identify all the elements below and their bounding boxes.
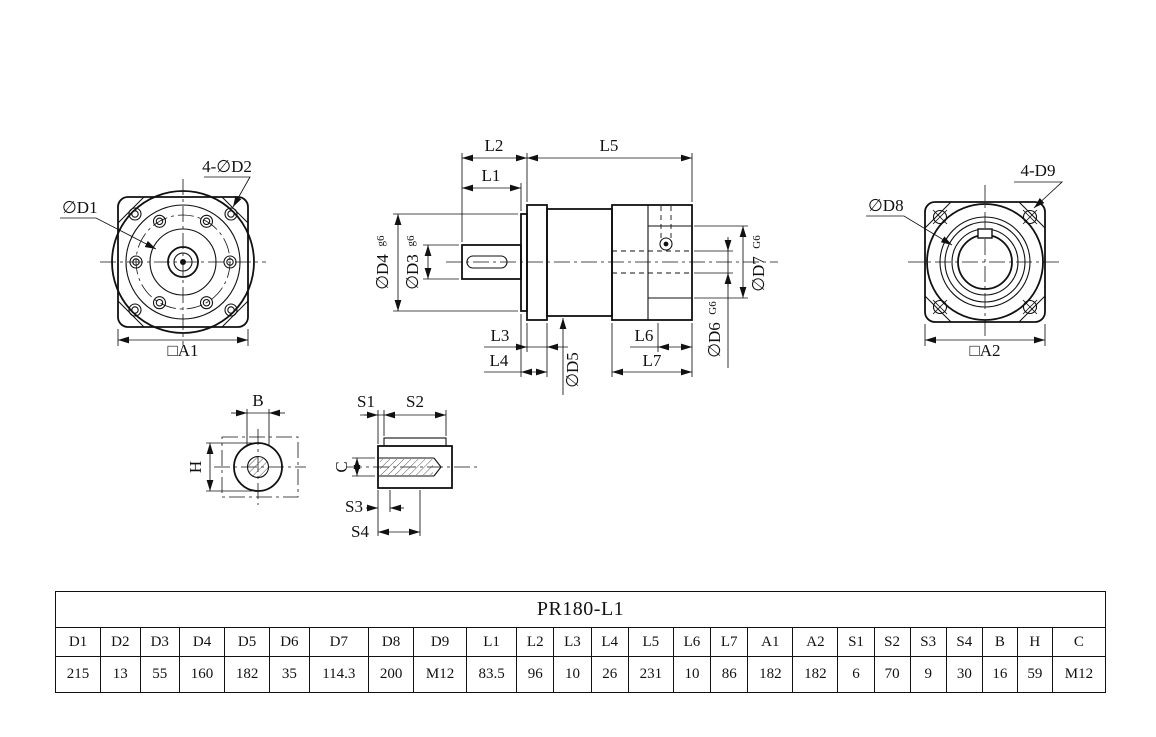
table-header-row-cell: C	[1051, 627, 1107, 657]
table-value-row-cell: 182	[224, 656, 271, 693]
table-header-row-cell: L1	[466, 627, 518, 657]
table-header-row-cell: D5	[224, 627, 271, 657]
side-d4-label: ∅D4	[373, 254, 392, 290]
key-c-label: C	[332, 461, 351, 472]
side-l7-label: L7	[643, 351, 662, 370]
side-l6-label: L6	[635, 326, 654, 345]
table-value-row-cell: 35	[269, 656, 310, 693]
side-view-dimensions: L2 L5 L1 ∅D4 g6 ∅D3 g6 ∅D7 G6 ∅D6 G6	[373, 136, 768, 395]
table-value-row-cell: 200	[368, 656, 415, 693]
key-s2-label: S2	[406, 392, 424, 411]
rear-view-dimensions: ∅D8 4-D9 □A2	[866, 161, 1064, 360]
side-view	[446, 204, 778, 321]
table-header-row-cell: L6	[672, 627, 712, 657]
table-header-row-cell: D4	[178, 627, 226, 657]
key-s3-label: S3	[345, 497, 363, 516]
front-a1-label: □A1	[167, 341, 198, 360]
side-l4-label: L4	[490, 351, 509, 370]
table-header-row-cell: D1	[54, 627, 102, 657]
side-l1-label: L1	[482, 166, 501, 185]
key-s1-label: S1	[357, 392, 375, 411]
table-value-row-cell: 182	[747, 656, 794, 693]
table-header-row-cell: D8	[368, 627, 415, 657]
front-view	[100, 179, 266, 345]
table-value-row-cell: 30	[945, 656, 983, 693]
table-value-row-cell: 96	[516, 656, 555, 693]
shaft-end-b-label: B	[252, 391, 263, 410]
key-section-view	[346, 437, 478, 489]
table-value-row-cell: 10	[672, 656, 712, 693]
technical-drawing: ∅D1 4-∅D2 □A1 L2 L5	[60, 136, 1064, 541]
table-value-row-cell: 6	[837, 656, 875, 693]
table-title-row: PR180-L1	[55, 591, 1106, 628]
table-value-row-cell: 16	[981, 656, 1018, 693]
table-title: PR180-L1	[55, 591, 1106, 628]
table-value-row-cell: 9	[909, 656, 947, 693]
rear-corner-holes	[932, 209, 1038, 315]
rear-view	[908, 185, 1062, 339]
side-d3-label: ∅D3	[403, 254, 422, 290]
table-value-row-cell: M12	[1051, 656, 1107, 693]
table-header-row-cell: L2	[516, 627, 555, 657]
table-header-row-cell: L4	[590, 627, 629, 657]
side-d6-tolerance: G6	[707, 301, 719, 315]
table-header-row-cell: S4	[945, 627, 983, 657]
table-value-row-cell: 231	[627, 656, 674, 693]
key-s4-label: S4	[351, 522, 369, 541]
rear-d8-label: ∅D8	[868, 196, 904, 215]
table-header-row-cell: D6	[269, 627, 310, 657]
front-corner-holes	[128, 207, 238, 317]
table-header-row-cell: S2	[873, 627, 911, 657]
table-header-row-cell: D3	[139, 627, 181, 657]
table-header-row-cell: B	[981, 627, 1018, 657]
table-header-row-cell: L5	[627, 627, 674, 657]
table-header-row-cell: D7	[308, 627, 370, 657]
table-header-row-cell: L7	[710, 627, 749, 657]
front-view-dimensions: ∅D1 4-∅D2 □A1	[60, 157, 252, 360]
side-d6-label: ∅D6	[705, 322, 724, 358]
table-value-row-cell: 13	[100, 656, 141, 693]
table-value-row-cell: 114.3	[308, 656, 370, 693]
table-header-row-cell: S3	[909, 627, 947, 657]
table-header-row-cell: L3	[553, 627, 592, 657]
table-value-row-cell: 59	[1016, 656, 1053, 693]
table-value-row-cell: 160	[178, 656, 226, 693]
table-value-row-cell: 83.5	[466, 656, 518, 693]
table-header-row-cell: S1	[837, 627, 875, 657]
table-value-row-cell: 70	[873, 656, 911, 693]
table-value-row-cell: 86	[710, 656, 749, 693]
table-value-row-cell: M12	[413, 656, 468, 693]
table-header-row-cell: A1	[747, 627, 794, 657]
rear-a2-label: □A2	[969, 341, 1000, 360]
side-d3-tolerance: g6	[405, 235, 417, 247]
table-header-row-cell: A2	[792, 627, 839, 657]
table-value-row-cell: 55	[139, 656, 181, 693]
side-d7-label: ∅D7	[749, 256, 768, 292]
shaft-end-view: B H	[186, 391, 306, 505]
front-d1-label: ∅D1	[62, 198, 98, 217]
side-d7-tolerance: G6	[751, 235, 763, 249]
shaft-end-h-label: H	[186, 461, 205, 473]
table-value-row-cell: 182	[792, 656, 839, 693]
side-l3-label: L3	[491, 326, 510, 345]
side-l5-label: L5	[600, 136, 619, 155]
side-d5-label: ∅D5	[563, 352, 582, 388]
front-bolt-holes	[129, 214, 237, 310]
table-value-row-cell: 215	[54, 656, 102, 693]
key-section-dimensions: S1 S2 C S3 S4	[332, 392, 447, 541]
table-header-row-cell: D2	[100, 627, 141, 657]
rear-d9-label: 4-D9	[1021, 161, 1056, 180]
side-d4-tolerance: g6	[375, 235, 387, 247]
front-d2-label: 4-∅D2	[202, 157, 252, 176]
table-value-row-cell: 26	[590, 656, 629, 693]
side-l2-label: L2	[485, 136, 504, 155]
table-header-row-cell: D9	[413, 627, 468, 657]
table-header-row-cell: H	[1016, 627, 1053, 657]
table-value-row-cell: 10	[553, 656, 592, 693]
